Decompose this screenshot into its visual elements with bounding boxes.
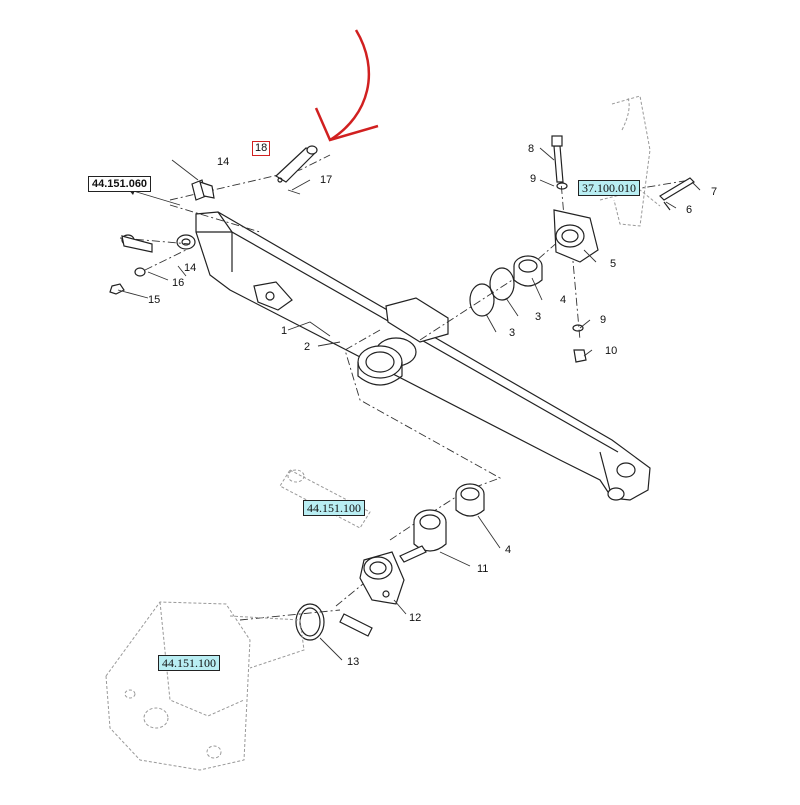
main-arm bbox=[176, 211, 651, 501]
label-part-4-a: 4 bbox=[560, 294, 566, 306]
label-part-10: 10 bbox=[605, 345, 617, 357]
assembly-lines bbox=[119, 154, 691, 621]
ghost-frame bbox=[105, 601, 305, 771]
label-part-1: 1 bbox=[281, 325, 287, 337]
label-part-14-b: 14 bbox=[184, 262, 196, 274]
reference-plain-44-151-060[interactable]: 44.151.060 bbox=[88, 176, 152, 192]
label-part-3-a: 3 bbox=[509, 327, 515, 339]
label-part-9-a: 9 bbox=[530, 173, 536, 185]
label-part-9-b: 9 bbox=[600, 314, 606, 326]
label-part-11: 11 bbox=[477, 563, 488, 575]
highlighted-part-18-callout[interactable]: 18 bbox=[252, 141, 271, 156]
label-part-4-b: 4 bbox=[505, 544, 511, 556]
red-pointer-arrow bbox=[314, 29, 379, 142]
part-labels: 1 2 3 3 4 4 5 6 7 8 9 9 10 11 12 13 14 1… bbox=[148, 143, 717, 668]
label-part-17: 17 bbox=[320, 174, 332, 186]
label-part-15: 15 bbox=[148, 294, 160, 306]
label-part-2: 2 bbox=[304, 341, 310, 353]
right-parts bbox=[469, 135, 695, 363]
label-part-16: 16 bbox=[172, 277, 184, 289]
label-part-6: 6 bbox=[686, 204, 692, 216]
left-hardware bbox=[109, 179, 215, 295]
label-part-3-b: 3 bbox=[535, 311, 541, 323]
leader-lines bbox=[117, 147, 701, 661]
label-part-8: 8 bbox=[528, 143, 534, 155]
ghost-linkage bbox=[599, 95, 661, 227]
part-17-detail bbox=[287, 189, 301, 195]
reference-link-cylinder-44-151-100[interactable]: 44.151.100 bbox=[303, 500, 365, 516]
reference-link-frame-44-151-100[interactable]: 44.151.100 bbox=[158, 655, 220, 671]
label-part-5: 5 bbox=[610, 258, 616, 270]
label-part-14-a: 14 bbox=[217, 156, 229, 168]
pin-18 bbox=[275, 145, 318, 183]
label-part-7: 7 bbox=[711, 186, 717, 198]
label-part-13: 13 bbox=[347, 656, 359, 668]
label-part-12: 12 bbox=[409, 612, 421, 624]
lower-assembly bbox=[279, 469, 485, 641]
reference-link-37-100-010[interactable]: 37.100.010 bbox=[578, 180, 640, 196]
